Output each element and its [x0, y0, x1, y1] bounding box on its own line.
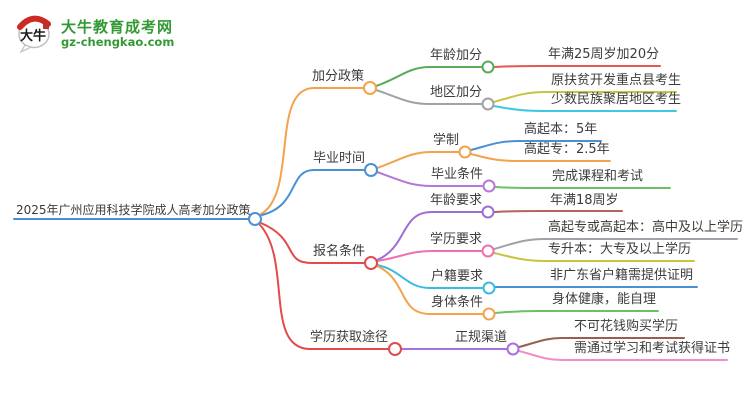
edge-residency-requirement — [376, 264, 484, 289]
node-circle-education-acquisition[interactable] — [388, 342, 402, 356]
edge-schooling-length — [376, 151, 460, 169]
branch-graduation-time[interactable]: 毕业时间 — [312, 151, 365, 166]
subbranch-residency-requirement[interactable]: 户籍要求 — [430, 269, 483, 284]
node-circle-age-bonus[interactable] — [481, 60, 495, 74]
node-circle-graduation-requirements[interactable] — [482, 179, 496, 193]
node-circle-age-requirement[interactable] — [481, 205, 495, 219]
edge-high-to-bachelor — [470, 140, 602, 151]
edge-complete-courses — [494, 186, 671, 189]
leaf-highschool-or-above[interactable]: 高起专或高起本：高中及以上学历 — [548, 220, 744, 235]
edge-high-to-college — [470, 153, 611, 162]
root-topic[interactable]: 2025年广州应用科技学院成人高考加分政策 — [16, 203, 251, 217]
subbranch-age-requirement[interactable]: 年龄要求 — [429, 193, 482, 208]
brand-name: 大牛教育成考网 — [61, 17, 174, 36]
daniu-logo-icon: 大牛 — [17, 15, 51, 53]
node-circle-registration[interactable] — [364, 256, 378, 270]
subbranch-physical-condition[interactable]: 身体条件 — [430, 295, 483, 310]
brand-url: gz-chengkao.com — [61, 34, 175, 49]
edge-education-requirement — [376, 250, 483, 262]
edge-age-requirement — [376, 211, 483, 261]
leaf-college-or-above[interactable]: 专升本：大专及以上学历 — [548, 242, 692, 257]
node-circle-formal-channels[interactable] — [506, 342, 520, 356]
leaf-no-buying-diploma[interactable]: 不可花钱购买学历 — [574, 319, 679, 334]
node-circle-education-requirement[interactable] — [481, 244, 495, 258]
node-circle-root[interactable] — [248, 212, 262, 226]
edge-registration — [260, 222, 366, 264]
edge-education-acquisition — [259, 224, 390, 350]
edge-age-bonus — [375, 66, 483, 87]
edge-region-bonus — [375, 89, 483, 105]
leaf-poverty-county-candidates[interactable]: 原扶贫开发重点县考生 — [551, 73, 682, 88]
node-circle-bonus-policy[interactable] — [363, 81, 377, 95]
subbranch-graduation-requirements[interactable]: 毕业条件 — [430, 167, 483, 182]
edge-highschool-or-above — [493, 238, 738, 250]
node-circle-graduation-time[interactable] — [364, 163, 378, 177]
subbranch-education-requirement[interactable]: 学历要求 — [429, 232, 482, 247]
edge-age-bonus-detail — [493, 65, 661, 68]
node-circle-physical-condition[interactable] — [482, 307, 496, 321]
leaf-age-18[interactable]: 年满18周岁 — [550, 193, 619, 208]
node-circle-residency-requirement[interactable] — [482, 281, 496, 295]
logo-icon-text: 大牛 — [20, 28, 46, 44]
site-logo[interactable]: 大牛 大牛教育成考网 gz-chengkao.com — [16, 13, 174, 53]
edge-college-or-above — [493, 252, 695, 262]
leaf-healthy-self-care[interactable]: 身体健康，能自理 — [552, 292, 657, 307]
subbranch-region-bonus[interactable]: 地区加分 — [429, 85, 482, 100]
branch-bonus-policy[interactable]: 加分政策 — [311, 69, 364, 84]
leaf-complete-courses-exams[interactable]: 完成课程和考试 — [552, 169, 644, 184]
edge-poverty-county — [493, 91, 677, 103]
leaf-non-guangdong-proof[interactable]: 非广东省户籍需提供证明 — [550, 268, 694, 283]
edge-graduation-requirements — [376, 171, 484, 187]
node-circle-region-bonus[interactable] — [481, 97, 495, 111]
edge-study-exam-cert — [518, 350, 728, 361]
logo-seal — [43, 22, 49, 29]
edge-age-18 — [493, 210, 623, 213]
edge-physical-condition — [376, 265, 484, 315]
leaf-high-to-bachelor-years[interactable]: 高起本：5年 — [524, 122, 598, 137]
edge-graduation-time — [261, 169, 366, 216]
edge-healthy — [494, 310, 659, 314]
edge-bonus-policy — [260, 87, 365, 215]
leaf-high-to-college-years[interactable]: 高起专：2.5年 — [524, 142, 610, 157]
subbranch-schooling-length[interactable]: 学制 — [432, 133, 459, 148]
branch-registration-requirements[interactable]: 报名条件 — [312, 244, 365, 259]
edge-no-buying-diploma — [518, 337, 685, 348]
leaf-age-bonus-detail[interactable]: 年满25周岁加20分 — [548, 47, 660, 62]
node-circle-schooling-length[interactable] — [458, 145, 472, 159]
subbranch-formal-channels[interactable]: 正规渠道 — [454, 330, 507, 345]
leaf-ethnic-minority-candidates[interactable]: 少数民族聚居地区考生 — [551, 92, 682, 107]
edge-ethnic-minority — [493, 105, 677, 112]
subbranch-age-bonus[interactable]: 年龄加分 — [429, 48, 482, 63]
branch-education-acquisition[interactable]: 学历获取途径 — [309, 330, 388, 345]
leaf-study-exam-certificate[interactable]: 需通过学习和考试获得证书 — [574, 341, 731, 356]
